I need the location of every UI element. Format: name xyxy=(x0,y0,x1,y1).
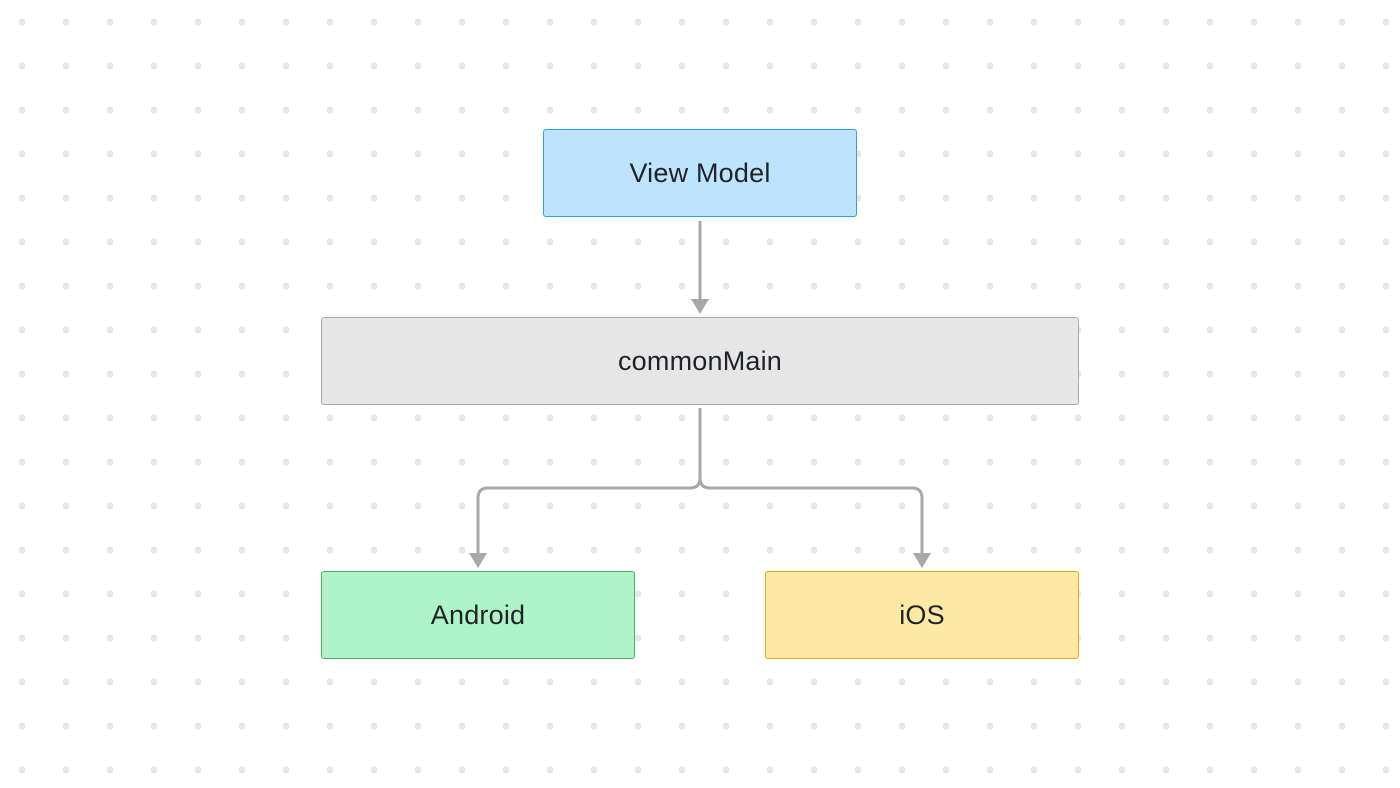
node-android[interactable]: Android xyxy=(321,571,635,659)
node-ios-label: iOS xyxy=(899,599,945,630)
node-common-main-label: commonMain xyxy=(617,345,783,376)
arrowhead-commonmain xyxy=(691,299,709,314)
edge-commonmain-to-android xyxy=(476,408,702,555)
node-common-main[interactable]: commonMain xyxy=(321,317,1079,405)
arrowhead-ios xyxy=(913,553,931,568)
edge-commonmain-to-ios xyxy=(698,477,924,555)
node-view-model[interactable]: View Model xyxy=(543,129,857,217)
node-ios[interactable]: iOS xyxy=(765,571,1079,659)
node-view-model-label: View Model xyxy=(629,157,771,188)
node-android-label: Android xyxy=(430,599,526,630)
arrowhead-android xyxy=(469,553,487,568)
